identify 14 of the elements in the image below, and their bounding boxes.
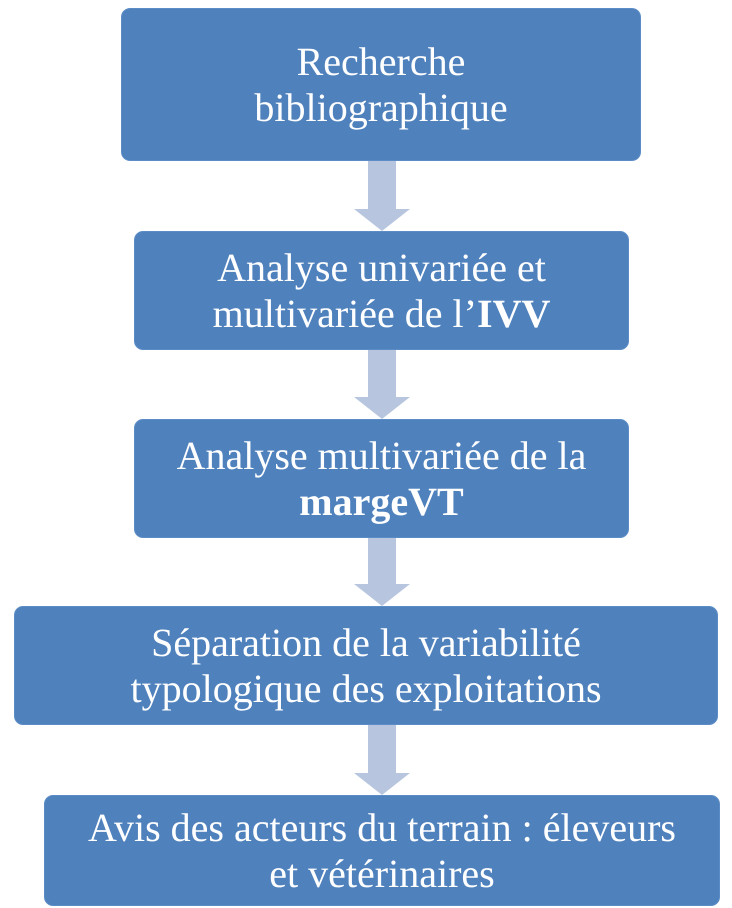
block-arrow (354, 350, 410, 419)
step-label: Analyse multivariée de la margeVT (176, 432, 588, 524)
step-label: Avis des acteurs du terrain : éleveurs et vétérinaires (87, 804, 677, 896)
block-arrow (354, 725, 410, 795)
process-box (121, 8, 641, 161)
block-arrow (354, 538, 410, 606)
block-arrow (354, 161, 410, 231)
process-box (134, 231, 629, 350)
process-box (14, 606, 718, 725)
step-label: Séparation de la variabilité typologique des exploitations (129, 620, 603, 712)
step-label: Recherche bibliographique (253, 38, 509, 130)
process-box (134, 419, 629, 538)
step-label: Analyse univariée et multivariée de l’IVV (212, 244, 552, 336)
process-box (44, 795, 720, 906)
